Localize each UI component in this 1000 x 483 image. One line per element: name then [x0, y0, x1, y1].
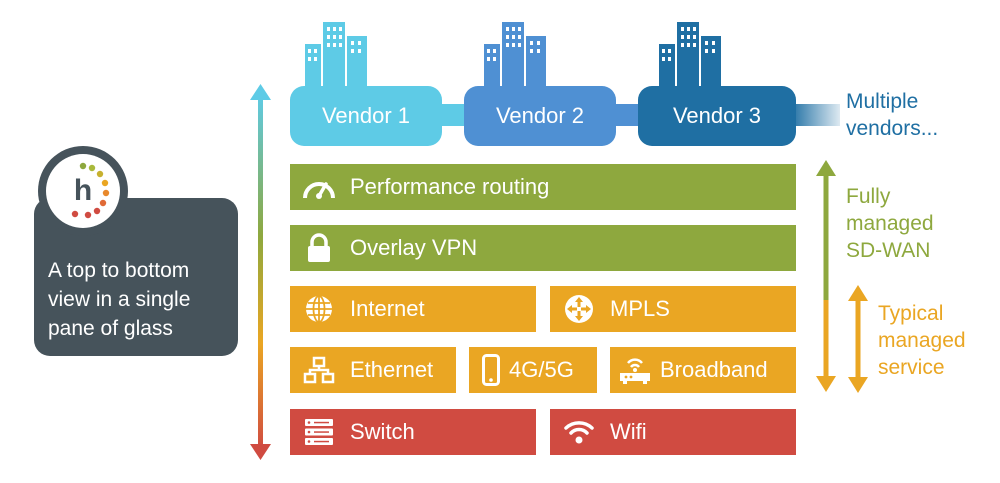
sdwan-scope-arrow-icon: [816, 160, 836, 392]
sdwan-note-line: Fully: [846, 185, 891, 208]
card-line: pane of glass: [48, 317, 173, 340]
internet-layer: Internet: [290, 286, 536, 332]
building-icon: [305, 22, 367, 88]
broadband-layer: Broadband: [610, 347, 796, 393]
vendor-1: Vendor 1: [290, 86, 442, 146]
card-line: view in a single: [48, 288, 191, 311]
mpls-layer: MPLS: [550, 286, 796, 332]
multiple-vendors-note: Multiple vendors...: [846, 88, 938, 142]
speedometer-icon: [302, 170, 336, 204]
overlay-vpn-layer: Overlay VPN: [290, 225, 796, 271]
switch-layer: Switch: [290, 409, 536, 455]
logo-letter: h: [74, 174, 92, 207]
ethernet-layer: Ethernet: [290, 347, 456, 393]
vendor-3-label: Vendor 3: [672, 103, 762, 128]
service-note-line: Typical: [878, 302, 944, 325]
building-icon: [484, 22, 546, 88]
vendor-3: Vendor 3: [638, 86, 796, 146]
multiple-vendors-line1: Multiple: [846, 90, 919, 113]
sdwan-note-line: SD-WAN: [846, 239, 931, 262]
broadband-label: Broadband: [660, 357, 768, 382]
phone-icon: [479, 353, 503, 387]
pane-of-glass-text: A top to bottom view in a single pane of…: [48, 256, 238, 343]
globe-icon: [302, 292, 336, 326]
service-note-line: managed: [878, 329, 966, 352]
performance-routing-layer: Performance routing: [290, 164, 796, 210]
cellular-label: 4G/5G: [509, 357, 574, 382]
multiple-vendors-line2: vendors...: [846, 117, 939, 140]
pane-of-glass-card: A top to bottom view in a single pane of…: [34, 198, 238, 356]
vendor-2-label: Vendor 2: [495, 103, 585, 128]
server-icon: [302, 415, 336, 449]
ethernet-label: Ethernet: [350, 357, 434, 382]
sdwan-note-line: managed: [846, 212, 934, 235]
left-scope-arrow-icon: [250, 84, 271, 460]
switch-label: Switch: [350, 419, 415, 444]
sdwan-note: Fully managed SD-WAN: [846, 183, 934, 264]
logo: h: [46, 154, 120, 228]
building-icon: [659, 22, 721, 88]
logo-dots-icon: h: [71, 162, 110, 219]
lock-icon: [302, 231, 336, 265]
vendor-connector-fade: [790, 104, 840, 126]
internet-label: Internet: [350, 296, 425, 321]
router-icon: [562, 292, 596, 326]
service-note: Typical managed service: [878, 300, 966, 381]
wifi-label: Wifi: [610, 419, 647, 444]
vendor-1-label: Vendor 1: [321, 103, 411, 128]
performance-routing-label: Performance routing: [350, 174, 550, 199]
cellular-layer: 4G/5G: [469, 347, 597, 393]
logo-badge: h: [38, 146, 128, 236]
service-note-line: service: [878, 356, 945, 379]
overlay-vpn-label: Overlay VPN: [350, 235, 478, 260]
wifi-icon: [562, 415, 596, 449]
modem-icon: [618, 353, 652, 387]
mpls-label: MPLS: [610, 296, 670, 321]
wifi-layer: Wifi: [550, 409, 796, 455]
card-line: A top to bottom: [48, 259, 190, 282]
vendor-2: Vendor 2: [464, 86, 616, 146]
network-icon: [302, 353, 336, 387]
service-scope-arrow-icon: [848, 285, 868, 393]
